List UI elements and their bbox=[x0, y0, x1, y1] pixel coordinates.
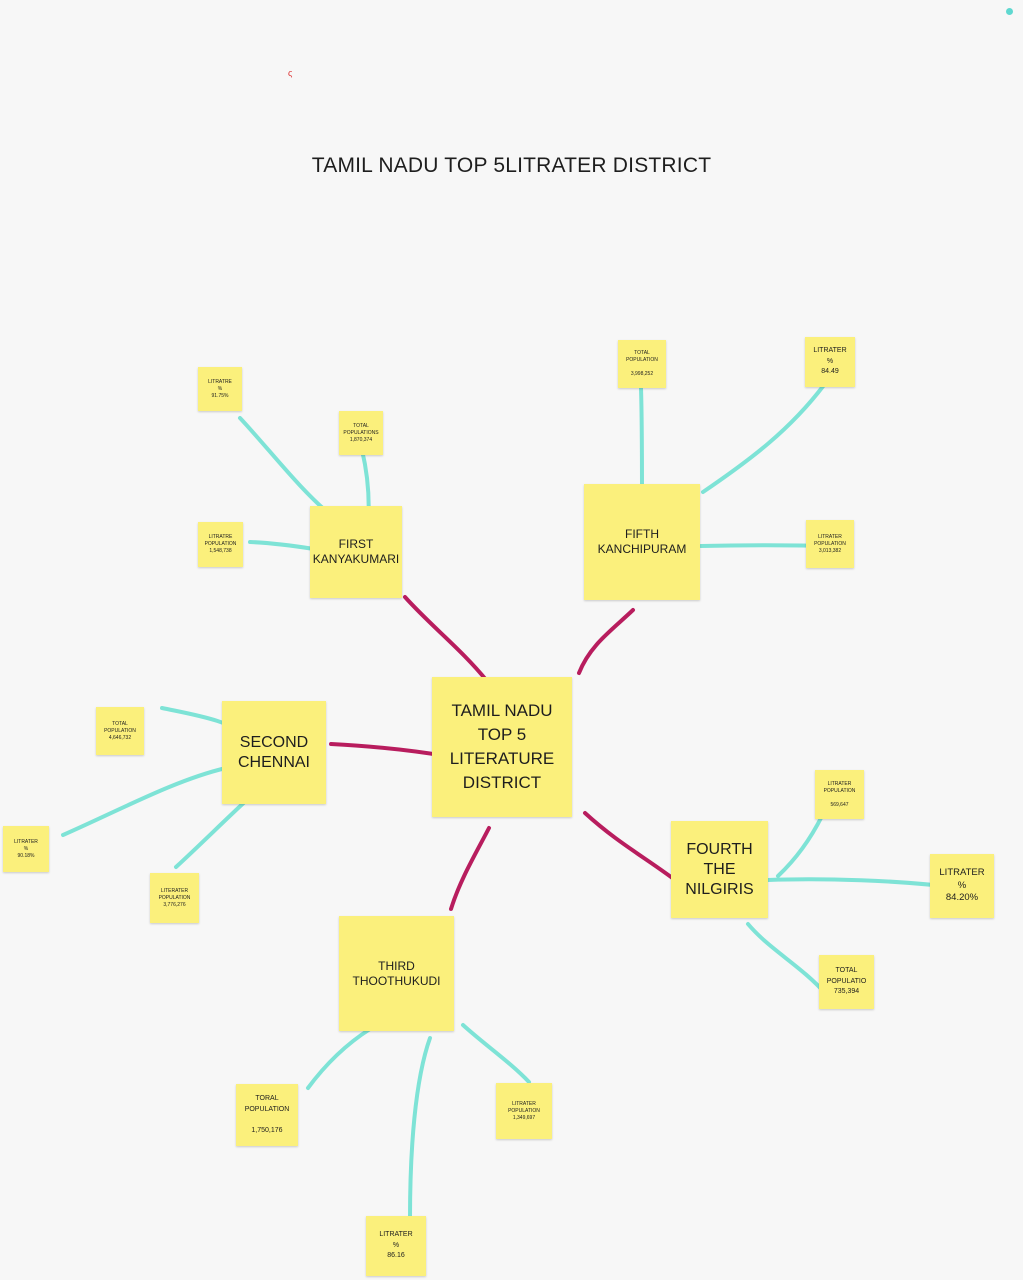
third-litrate-population: LITRATER POPULATION 1,349,697 bbox=[496, 1083, 552, 1139]
second-litrate-percent: LITRATER % 90.18% bbox=[3, 826, 49, 872]
second-litrate-population: LITERATER POPULATION 3,776,276 bbox=[150, 873, 199, 923]
fifth-litrate-population: LITRATER POPULATION 3,013,382 bbox=[806, 520, 854, 568]
district-third: THIRD THOOTHUKUDI bbox=[339, 916, 454, 1031]
link-second-litpop bbox=[174, 795, 252, 869]
link-first-litpop bbox=[248, 540, 316, 551]
first-litrate-percent: LITRATRE % 91.75% bbox=[198, 367, 242, 411]
district-third-label: THIRD THOOTHUKUDI bbox=[352, 958, 441, 988]
third-litrate-percent: LITRATER % 86.16 bbox=[366, 1216, 426, 1276]
stray-dot bbox=[1006, 8, 1013, 15]
district-fourth-label: FOURTH THE NILGIRIS bbox=[685, 840, 754, 898]
stray-mark: ς bbox=[288, 68, 293, 78]
link-fifth-total bbox=[639, 386, 644, 498]
second-total-population: TOTAL POPULATION 4,646,732 bbox=[96, 707, 144, 755]
link-center-fifth bbox=[577, 608, 635, 675]
link-second-percent bbox=[61, 766, 228, 837]
fourth-litrate-percent: LITRATER % 84.20% bbox=[930, 854, 994, 918]
district-fifth: FIFTH KANCHIPURAM bbox=[584, 484, 700, 600]
link-third-percent bbox=[408, 1036, 432, 1220]
link-third-toral bbox=[306, 1027, 372, 1090]
link-fifth-percent bbox=[701, 383, 826, 494]
link-fourth-litpop bbox=[776, 814, 824, 878]
district-first-label: FIRST KANYAKUMARI bbox=[312, 537, 400, 566]
link-fourth-total bbox=[746, 922, 828, 996]
fifth-total-population: TOTAL POPULATION 3,998,252 bbox=[618, 340, 666, 388]
district-second: SECOND CHENNAI bbox=[222, 701, 326, 804]
third-toral-population: TORAL POPULATION 1,750,176 bbox=[236, 1084, 298, 1146]
link-center-second bbox=[329, 742, 448, 758]
fourth-total-population: TOTAL POPULATIO 735,394 bbox=[819, 955, 874, 1009]
fifth-litrate-percent: LITRATER % 84.49 bbox=[805, 337, 855, 387]
first-total-population: TOTAL POPULATIONS 1,870,374 bbox=[339, 411, 383, 455]
center-node: TAMIL NADU TOP 5 LITERATURE DISTRICT bbox=[432, 677, 572, 817]
district-fifth-label: FIFTH KANCHIPURAM bbox=[597, 527, 687, 556]
district-second-label: SECOND CHENNAI bbox=[237, 733, 310, 771]
center-node-label: TAMIL NADU TOP 5 LITERATURE DISTRICT bbox=[449, 701, 555, 792]
link-third-litpop bbox=[461, 1023, 531, 1084]
district-first: FIRST KANYAKUMARI bbox=[310, 506, 402, 598]
link-center-third bbox=[449, 826, 491, 911]
first-litrate-population: LITRATRE POPULATION 1,548,738 bbox=[198, 522, 243, 567]
link-center-first bbox=[403, 595, 489, 683]
district-fourth: FOURTH THE NILGIRIS bbox=[671, 821, 768, 918]
page-title: TAMIL NADU TOP 5LITRATER DISTRICT bbox=[311, 154, 712, 177]
link-center-fourth bbox=[583, 811, 685, 888]
fourth-litrate-population: LITRATER POPULATION 569,647 bbox=[815, 770, 864, 819]
link-first-percent bbox=[238, 416, 335, 519]
